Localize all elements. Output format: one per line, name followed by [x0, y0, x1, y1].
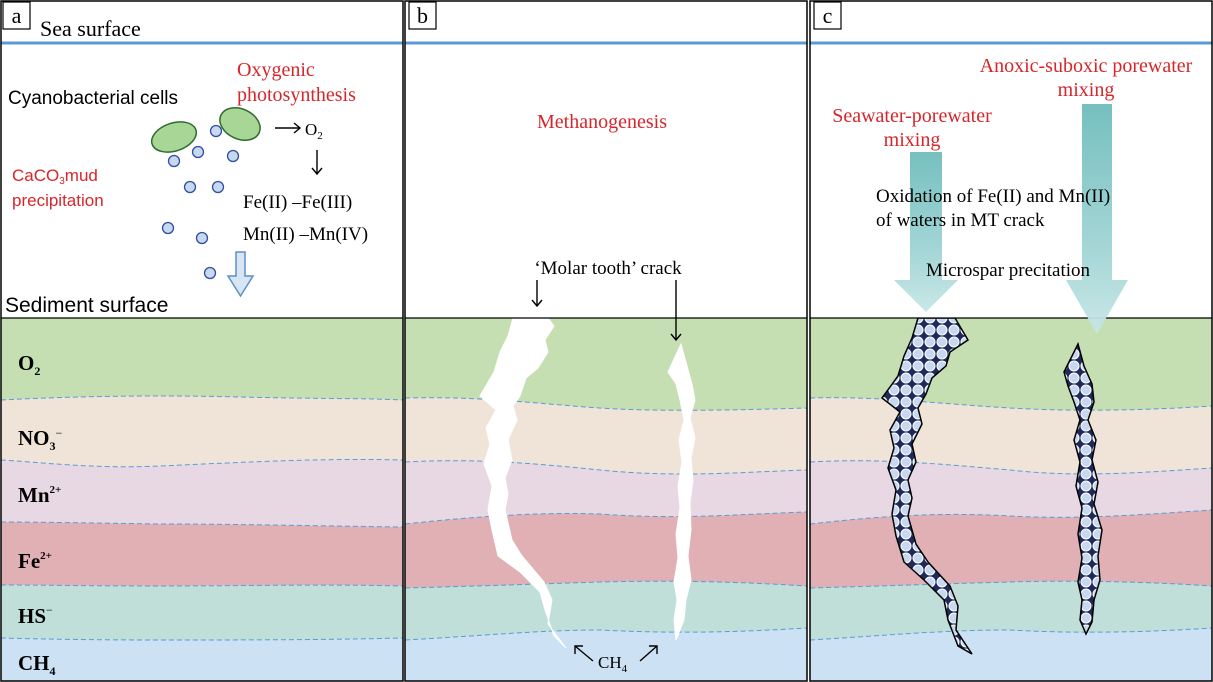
ch4-zone: [1, 638, 403, 681]
o2-zone: [1, 318, 403, 400]
panel-a: a Sea surface Cyanobacterial cells Oxyge…: [0, 0, 404, 682]
caco3-mud-label: CaCO3mud: [12, 166, 98, 187]
panel-c: c Anoxic-suboxic porewater mixing Seawat…: [809, 0, 1213, 682]
cyanobacterial-cells-label: Cyanobacterial cells: [8, 88, 178, 109]
panel-frame-b: [404, 0, 808, 682]
mn-zone: [1, 459, 403, 527]
oxidation-label-line1: Oxidation of Fe(II) and Mn(II): [876, 186, 1110, 207]
ch4-arrows: [574, 645, 658, 662]
hs-zone: [1, 585, 403, 640]
zone-label-hs: HS−: [18, 603, 53, 628]
microspar-filled-crack-left: [880, 318, 973, 655]
molar-tooth-crack-label: ‘Molar tooth’ crack: [534, 258, 682, 279]
o2-production-arrow: [275, 122, 302, 134]
seawater-mixing-label: mixing: [884, 129, 941, 151]
mn-redox-label: Mn(II) –Mn(IV): [243, 224, 368, 245]
fe-zone: [1, 522, 403, 586]
fe-redox-label: Fe(II) –Fe(III): [243, 192, 352, 213]
cyanobacterial-cell: [150, 121, 198, 153]
microspar-filled-crack-right: [1063, 341, 1103, 636]
sea-surface-label: Sea surface: [40, 16, 141, 41]
zone-label-fe: Fe2+: [18, 549, 52, 573]
redox-zones-a: [0, 318, 404, 681]
panel-label-b: b: [417, 3, 428, 28]
molar-tooth-crack-left: [479, 318, 567, 649]
oxidation-label-line2: of waters in MT crack: [876, 210, 1045, 231]
zone-label-no3: NO3−: [18, 426, 63, 453]
molar-tooth-crack-right: [667, 342, 696, 641]
panel-b: b Methanogenesis ‘Molar tooth’ crack CH4: [404, 0, 808, 682]
caco3-particles: [161, 124, 240, 280]
cyanobacterial-cell: [219, 107, 261, 141]
seawater-porewater-arrow: [894, 152, 958, 312]
methanogenesis-label: Methanogenesis: [537, 111, 667, 133]
panel-label-box-c: [813, 1, 842, 30]
zone-label-ch4: CH4: [18, 651, 56, 678]
oxidation-arrow: [311, 150, 323, 176]
panel-label-a: a: [12, 3, 22, 28]
panel-label-c: c: [823, 3, 833, 28]
zone-label-o2: O2: [18, 351, 40, 378]
crack-pointer-arrows: [531, 280, 682, 342]
o2-label: O2: [305, 120, 323, 142]
panel-label-box-b: [408, 1, 437, 30]
precipitation-label: precipitation: [12, 191, 104, 210]
oxygenic-label: Oxygenic: [237, 59, 315, 81]
anoxic-porewater-arrow: [1066, 104, 1128, 334]
no3-zone: [1, 396, 403, 467]
panel-frame-c: [809, 0, 1213, 682]
redox-zones-c: [810, 318, 1212, 681]
zone-label-mn: Mn2+: [18, 483, 61, 507]
ch4-label: CH4: [598, 653, 628, 675]
microspar-label: Microspar precitation: [926, 260, 1091, 281]
panel-frame-a: [0, 0, 404, 682]
settling-arrow: [226, 251, 255, 298]
redox-zones-b: [405, 318, 807, 681]
sediment-surface-label: Sediment surface: [5, 294, 168, 317]
seawater-porewater-label: Seawater-porewater: [832, 105, 992, 127]
anoxic-suboxic-label: Anoxic-suboxic porewater: [980, 55, 1193, 77]
anoxic-mixing-label: mixing: [1058, 79, 1115, 101]
photosynthesis-label: photosynthesis: [237, 84, 356, 106]
panel-label-box-a: [2, 1, 31, 30]
